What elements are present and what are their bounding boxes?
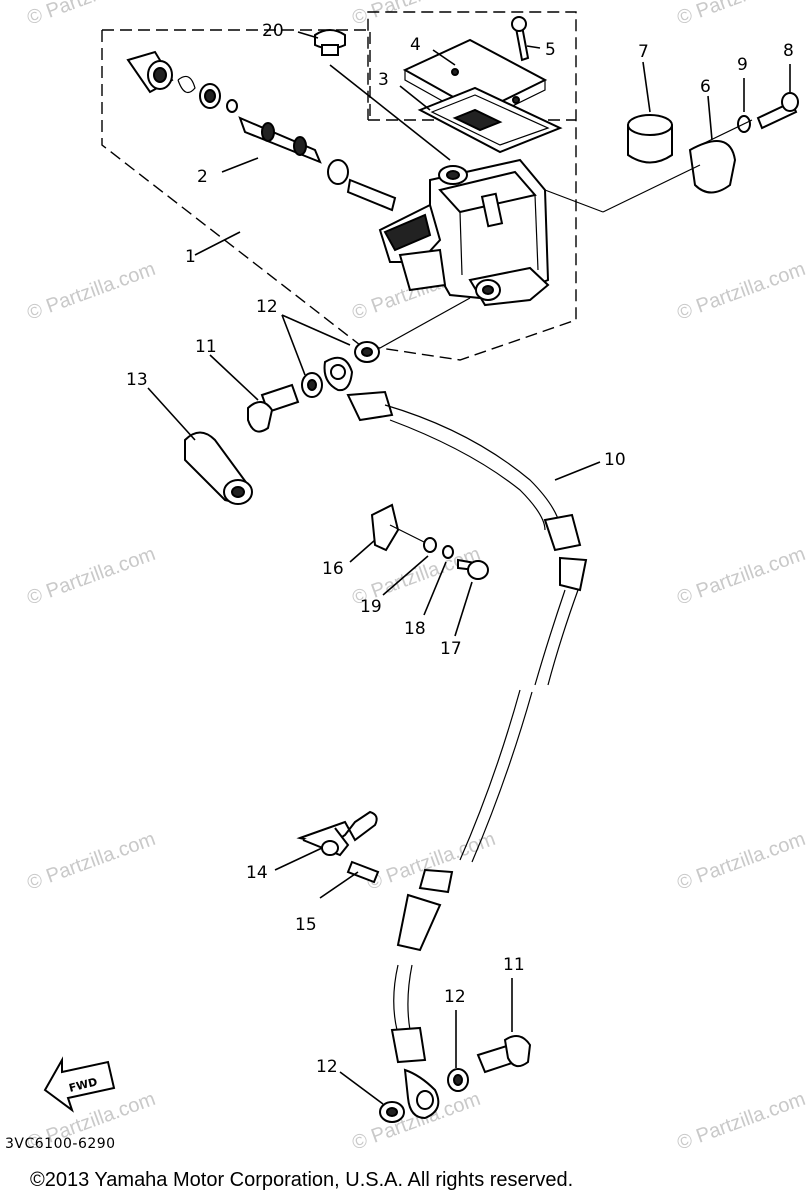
callout-7: 7 bbox=[638, 42, 649, 62]
drawing-code: 3VC6100-6290 bbox=[5, 1136, 116, 1152]
hose-guide-upper bbox=[349, 503, 489, 637]
callout-14: 14 bbox=[246, 863, 268, 883]
callout-9: 9 bbox=[737, 55, 748, 75]
callout-15: 15 bbox=[295, 915, 317, 935]
watermark: © Partzilla.com bbox=[24, 828, 158, 895]
fwd-arrow-icon: FWD bbox=[43, 1056, 116, 1113]
callout-18: 18 bbox=[404, 619, 426, 639]
watermark: © Partzilla.com bbox=[674, 543, 808, 610]
piston-kit bbox=[126, 50, 397, 212]
callout-11-lower: 11 bbox=[503, 955, 525, 975]
callout-13: 13 bbox=[126, 370, 148, 390]
callout-11-upper: 11 bbox=[195, 337, 217, 357]
callout-16: 16 bbox=[322, 559, 344, 579]
callout-12-upper: 12 bbox=[256, 297, 278, 317]
watermark: © Partzilla.com bbox=[674, 1088, 808, 1155]
callout-17: 17 bbox=[440, 639, 462, 659]
leader-lines-upper bbox=[194, 31, 791, 256]
watermark: © Partzilla.com bbox=[24, 0, 158, 30]
watermark: © Partzilla.com bbox=[24, 258, 158, 325]
callout-6: 6 bbox=[700, 77, 711, 97]
callout-8: 8 bbox=[783, 41, 794, 61]
brake-hose bbox=[323, 297, 588, 1123]
watermark: © Partzilla.com bbox=[674, 258, 808, 325]
callout-4: 4 bbox=[410, 35, 421, 55]
callout-3: 3 bbox=[378, 70, 389, 90]
banjo-bolt-upper bbox=[147, 314, 601, 505]
watermark: © Partzilla.com bbox=[674, 0, 808, 30]
watermark: © Partzilla.com bbox=[349, 0, 483, 30]
callout-12-middle: 12 bbox=[444, 987, 466, 1007]
copyright: ©2013 Yamaha Motor Corporation, U.S.A. A… bbox=[30, 1169, 573, 1191]
watermark: © Partzilla.com bbox=[24, 543, 158, 610]
callout-1: 1 bbox=[185, 247, 196, 267]
holder-parts bbox=[544, 92, 799, 213]
callout-10: 10 bbox=[604, 450, 626, 470]
watermark: © Partzilla.com bbox=[674, 828, 808, 895]
master-cylinder-body bbox=[378, 158, 550, 307]
callout-2: 2 bbox=[197, 167, 208, 187]
watermarks: © Partzilla.com © Partzilla.com © Partzi… bbox=[24, 0, 808, 1155]
reservoir-cap-parts bbox=[314, 16, 563, 154]
callout-19: 19 bbox=[360, 597, 382, 617]
callout-5: 5 bbox=[545, 40, 556, 60]
callout-20: 20 bbox=[262, 21, 284, 41]
hose-clamp-lower bbox=[274, 810, 380, 899]
callout-12-lower: 12 bbox=[316, 1057, 338, 1077]
callout-numbers: 20 4 5 3 2 1 7 6 9 8 12 11 13 10 16 19 1… bbox=[126, 21, 794, 1077]
banjo-bolt-lower bbox=[339, 978, 532, 1105]
